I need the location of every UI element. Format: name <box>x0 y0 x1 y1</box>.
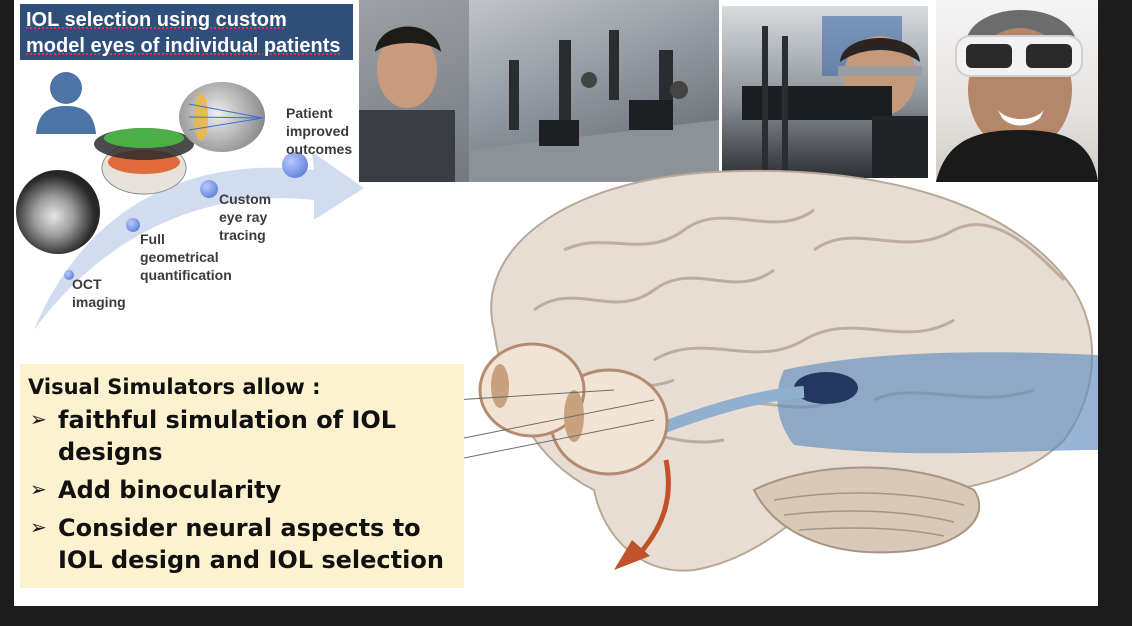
simulators-heading: Visual Simulators allow : <box>28 375 321 399</box>
oct-scan-image <box>16 170 100 254</box>
list-item-text: faithful simulation of IOL designs <box>58 406 397 466</box>
step-label-ray-tracing: Custom eye ray tracing <box>219 191 272 243</box>
list-item-text: Add binocularity <box>58 476 282 504</box>
vr-headset-photo <box>936 0 1098 182</box>
lab-setup-photo <box>722 6 928 178</box>
list-item: ➢ faithful simulation of IOL designs <box>28 404 456 468</box>
vr-headset-photo-icon <box>936 10 1098 182</box>
step-dot <box>200 180 218 198</box>
arrow-bullet-icon: ➢ <box>30 477 47 501</box>
step-label-oct: OCT imaging <box>72 276 126 310</box>
lab-setup-photo-icon <box>742 16 928 178</box>
arrow-bullet-icon: ➢ <box>30 407 47 431</box>
step-label-quantification: Full geometrical quantification <box>140 231 232 283</box>
visual-simulators-box: Visual Simulators allow : ➢ faithful sim… <box>20 364 464 588</box>
simulators-list: ➢ faithful simulation of IOL designs ➢ A… <box>28 404 456 576</box>
flow-arrow-icon <box>34 152 364 330</box>
list-item: ➢ Add binocularity <box>28 474 456 506</box>
eye-geometry-model-icon <box>94 128 194 195</box>
list-item-text: Consider neural aspects to IOL design an… <box>58 514 444 574</box>
step-label-outcomes: Patient improved outcomes <box>286 105 353 157</box>
ray-lines-icon <box>188 93 264 141</box>
iol-selection-panel: IOL selection using custom model eyes of… <box>14 0 369 340</box>
optical-bench-photo <box>359 0 719 182</box>
slide: IOL selection using custom model eyes of… <box>14 0 1098 606</box>
iol-panel-title: IOL selection using custom model eyes of… <box>20 4 353 60</box>
step-dot <box>126 218 140 232</box>
brain-visual-pathway-illustration <box>454 169 1098 572</box>
person-icon <box>36 72 96 134</box>
optical-bench-photo-icon <box>359 0 719 182</box>
list-item: ➢ Consider neural aspects to IOL design … <box>28 512 456 576</box>
arrow-bullet-icon: ➢ <box>30 515 47 539</box>
step-dot <box>64 270 74 280</box>
step-dot <box>282 152 308 178</box>
